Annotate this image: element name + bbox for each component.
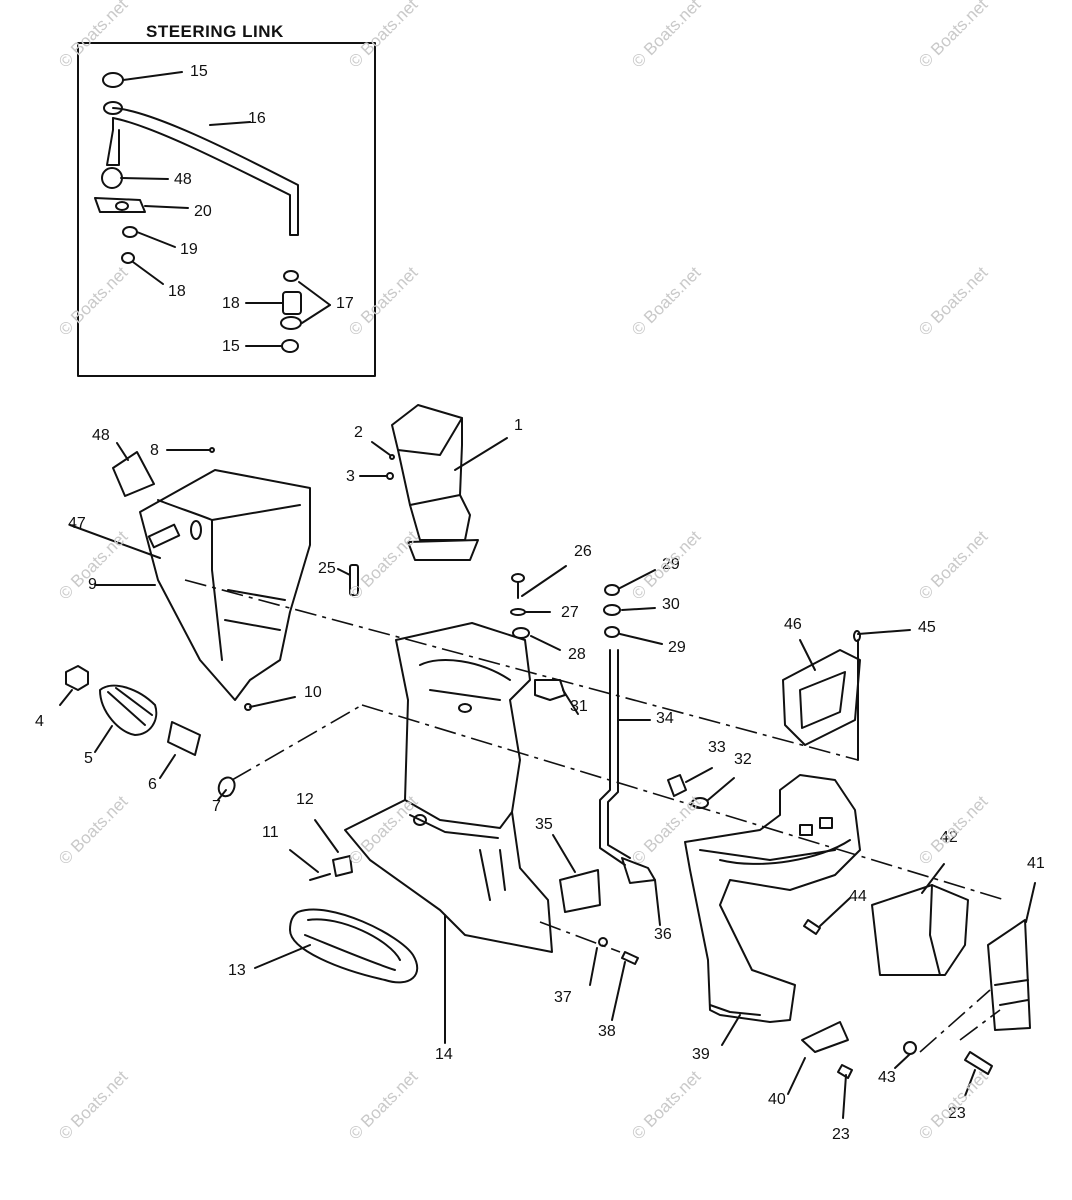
callout-40: 40	[768, 1091, 786, 1108]
callout-28: 28	[568, 646, 586, 663]
callout-33: 33	[708, 739, 726, 756]
callout-36: 36	[654, 926, 672, 943]
callout-43: 43	[878, 1069, 896, 1086]
housing-14	[344, 622, 553, 1044]
callout-14: 14	[435, 1046, 453, 1063]
inset-title: STEERING LINK	[146, 22, 284, 41]
callout-3: 3	[346, 468, 355, 485]
seal-13	[289, 908, 419, 984]
callout-37: 37	[554, 989, 572, 1006]
callout-2: 2	[354, 424, 363, 441]
decal-48	[112, 451, 155, 497]
callout-39: 39	[692, 1046, 710, 1063]
cover-9	[69, 469, 311, 711]
callout-1: 1	[514, 417, 523, 434]
callout-19: 18	[168, 283, 186, 300]
callout-10: 10	[304, 684, 322, 701]
callout-9: 9	[88, 576, 97, 593]
callout-34: 34	[656, 710, 674, 727]
callout-42: 42	[940, 829, 958, 846]
callout-26: 26	[574, 543, 592, 560]
steering-link-parts	[94, 71, 331, 353]
callout-15a: 15	[190, 63, 208, 80]
callout-29b: 29	[668, 639, 686, 656]
callout-11: 11	[262, 824, 279, 841]
callout-6: 6	[148, 776, 157, 793]
callout-41: 41	[1027, 855, 1045, 872]
callout-23a: 23	[948, 1105, 966, 1122]
callout-22: 48	[174, 171, 192, 188]
callout-25: 25	[318, 560, 336, 577]
callout-29a: 29	[662, 556, 680, 573]
callout-45: 45	[918, 619, 936, 636]
callout-46: 46	[784, 616, 802, 633]
part-42	[871, 884, 969, 976]
callout-21: 20	[194, 203, 212, 220]
callout-48: 48	[92, 427, 110, 444]
inset-frame	[77, 42, 376, 377]
shift-rod-34	[599, 569, 663, 926]
callout-32: 32	[734, 751, 752, 768]
callout-16: 16	[248, 110, 266, 127]
pin-25	[349, 564, 359, 596]
callout-5: 5	[84, 750, 93, 767]
part-41	[987, 919, 1031, 1031]
callout-23b: 23	[832, 1126, 850, 1143]
callout-18: 18	[222, 295, 240, 312]
part-46	[782, 649, 861, 746]
callout-44: 44	[849, 888, 867, 905]
gearcase-39	[684, 774, 861, 1046]
callout-12: 12	[296, 791, 314, 808]
callout-35: 35	[535, 816, 553, 833]
callout-47: 47	[68, 515, 86, 532]
callout-13: 13	[228, 962, 246, 979]
callout-7: 7	[212, 798, 221, 815]
callout-38: 38	[598, 1023, 616, 1040]
callout-30: 30	[662, 596, 680, 613]
callout-15b: 15	[222, 338, 240, 355]
callout-27: 27	[561, 604, 579, 621]
callout-8: 8	[150, 442, 159, 459]
callout-31: 31	[570, 698, 588, 715]
callout-17: 17	[336, 295, 354, 312]
exhaust-1	[359, 404, 508, 561]
parts-4-7	[59, 665, 236, 801]
callout-4: 4	[35, 713, 44, 730]
callout-20: 19	[180, 241, 198, 258]
